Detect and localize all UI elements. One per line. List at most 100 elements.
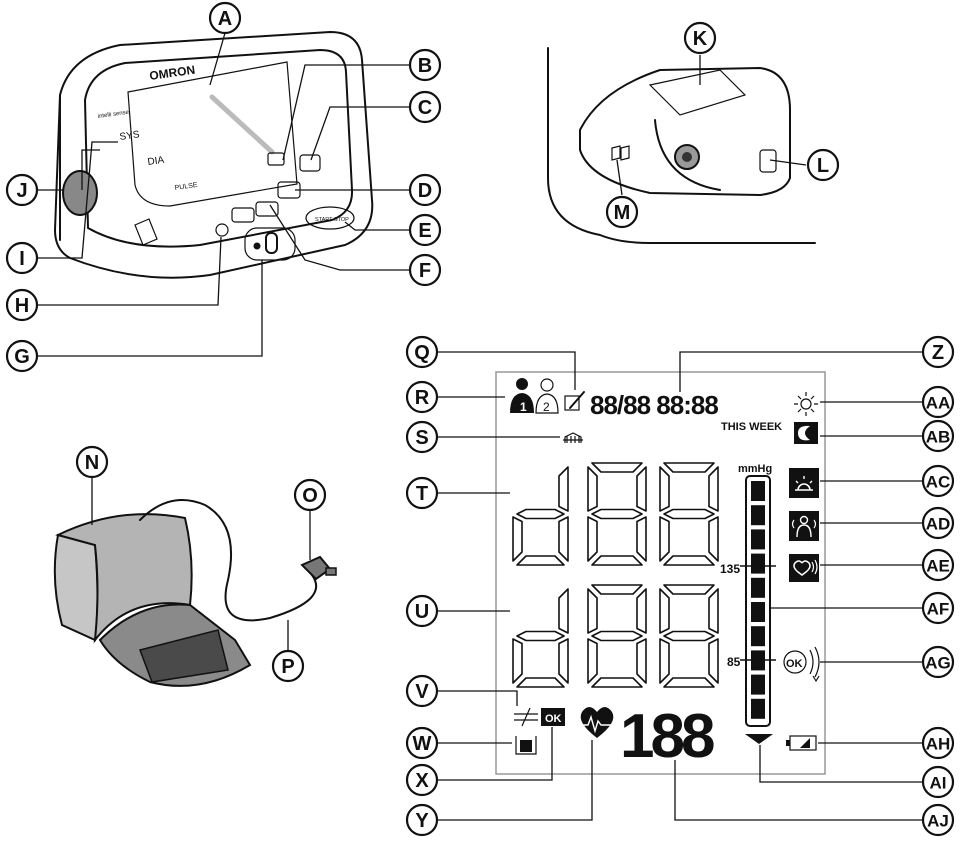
callout-n-text: N xyxy=(85,452,99,474)
callout-o: O xyxy=(293,478,327,512)
callout-af-text: AF xyxy=(927,600,950,619)
level-bar-segment xyxy=(751,481,765,501)
callout-ac: AC xyxy=(921,464,955,498)
ok-icon: OK xyxy=(541,708,565,726)
callout-ae-text: AE xyxy=(926,557,950,576)
callout-r-text: R xyxy=(415,387,430,409)
average-building-icon xyxy=(563,432,583,443)
air-flow-icon xyxy=(514,707,538,727)
dia-digit-3 xyxy=(659,584,719,688)
callout-x: X xyxy=(405,763,439,797)
ok-icon-text: OK xyxy=(545,713,562,725)
start-stop-label: START STOP xyxy=(315,217,349,223)
callout-ag-text: AG xyxy=(925,654,951,673)
callout-ah-text: AH xyxy=(926,735,951,754)
callout-ad: AD xyxy=(921,506,955,540)
irregular-heartbeat-icon xyxy=(789,554,819,582)
level-bar-segment xyxy=(751,577,765,598)
callout-b: B xyxy=(408,48,442,82)
callout-o-text: O xyxy=(302,485,318,507)
callout-x-text: X xyxy=(415,770,429,792)
callout-ae: AE xyxy=(921,548,955,582)
sun-icon xyxy=(794,392,818,416)
morning-hypertension-icon xyxy=(789,468,819,498)
callout-f: F xyxy=(408,253,442,287)
main-unit-dia-label: DIA xyxy=(147,155,165,168)
dia-digit-1 xyxy=(512,588,569,688)
main-unit-lcd xyxy=(127,61,298,207)
callout-u: U xyxy=(405,594,439,628)
callout-g-text: G xyxy=(14,346,30,368)
main-unit-illustration: OMRON intelli sense SYS DIA PULSE START … xyxy=(54,31,374,279)
air-jack xyxy=(62,170,98,216)
diastolic-digits xyxy=(512,584,719,688)
lcd-display-diagram: 1 2 88/88 88:88 THIS WEEK xyxy=(495,371,826,775)
cuff-illustration xyxy=(53,499,337,687)
user-1-number: 1 xyxy=(520,400,527,414)
callout-t-text: T xyxy=(416,483,428,505)
start-stop-button xyxy=(305,206,355,230)
callout-a: A xyxy=(208,1,242,35)
callout-aa-text: AA xyxy=(926,394,951,413)
callout-ab: AB xyxy=(921,419,955,453)
sys-digit-3 xyxy=(659,462,719,566)
sys-digit-1 xyxy=(512,466,569,566)
level-bar-segment xyxy=(751,505,765,526)
date-time-readout: 88/88 88:88 xyxy=(590,390,718,420)
scale-unit: mmHg xyxy=(738,463,772,475)
callout-q: Q xyxy=(405,335,439,369)
main-unit-intellisense: intelli sense xyxy=(97,110,130,120)
callout-z-text: Z xyxy=(932,342,944,364)
dia-digit-2 xyxy=(587,584,647,688)
pulse-digits: 188 xyxy=(620,702,714,771)
callout-j: J xyxy=(5,173,39,207)
callout-aj-text: AJ xyxy=(927,812,949,831)
callout-l: L xyxy=(806,148,840,182)
callout-g: G xyxy=(5,339,39,373)
callout-e: E xyxy=(408,213,442,247)
callout-n: N xyxy=(75,445,109,479)
cuff-icon xyxy=(515,736,537,755)
callout-s: S xyxy=(405,420,439,454)
battery-icon xyxy=(786,735,817,751)
callout-r: R xyxy=(405,380,439,414)
callout-s-text: S xyxy=(415,427,428,449)
callout-d-text: D xyxy=(418,180,432,202)
moon-icon xyxy=(794,422,818,444)
cuff-wrap-ok-text: OK xyxy=(786,658,803,670)
callout-c: C xyxy=(408,90,442,124)
callout-labels: ABCDEFGHIJKLMNOPQRSTUVWXYZAAABACADAEAFAG… xyxy=(5,1,955,837)
callout-h: H xyxy=(5,288,39,322)
level-bar-segment xyxy=(751,529,765,550)
callout-y: Y xyxy=(405,803,439,837)
scale-135: 135 xyxy=(720,562,740,576)
callout-c-text: C xyxy=(418,97,432,119)
callout-i-text: I xyxy=(19,248,25,270)
callout-t: T xyxy=(405,476,439,510)
level-pointer-icon xyxy=(745,734,773,744)
callout-w: W xyxy=(405,726,439,760)
scale-85: 85 xyxy=(727,655,741,669)
callout-e-text: E xyxy=(418,220,431,242)
main-unit-pulse-label: PULSE xyxy=(174,182,198,192)
user-2-number: 2 xyxy=(543,400,550,414)
callout-ai-text: AI xyxy=(930,774,947,793)
callout-l-text: L xyxy=(817,155,829,177)
callout-m: M xyxy=(605,195,639,229)
callout-q-text: Q xyxy=(414,342,430,364)
level-bar-segment xyxy=(751,626,765,647)
callout-b-text: B xyxy=(418,55,432,77)
movement-error-icon xyxy=(789,511,819,541)
callout-a-text: A xyxy=(218,8,232,30)
level-bar-segment xyxy=(751,553,765,574)
user-1-icon: 1 xyxy=(510,378,534,414)
callout-af: AF xyxy=(921,591,955,625)
main-unit-brand: OMRON xyxy=(148,63,196,83)
callout-v: V xyxy=(405,674,439,708)
callout-f-text: F xyxy=(419,260,431,282)
user-2-icon: 2 xyxy=(535,378,559,414)
callout-ai: AI xyxy=(921,765,955,799)
heartbeat-symbol-icon xyxy=(580,707,614,738)
callout-ag: AG xyxy=(921,645,955,679)
